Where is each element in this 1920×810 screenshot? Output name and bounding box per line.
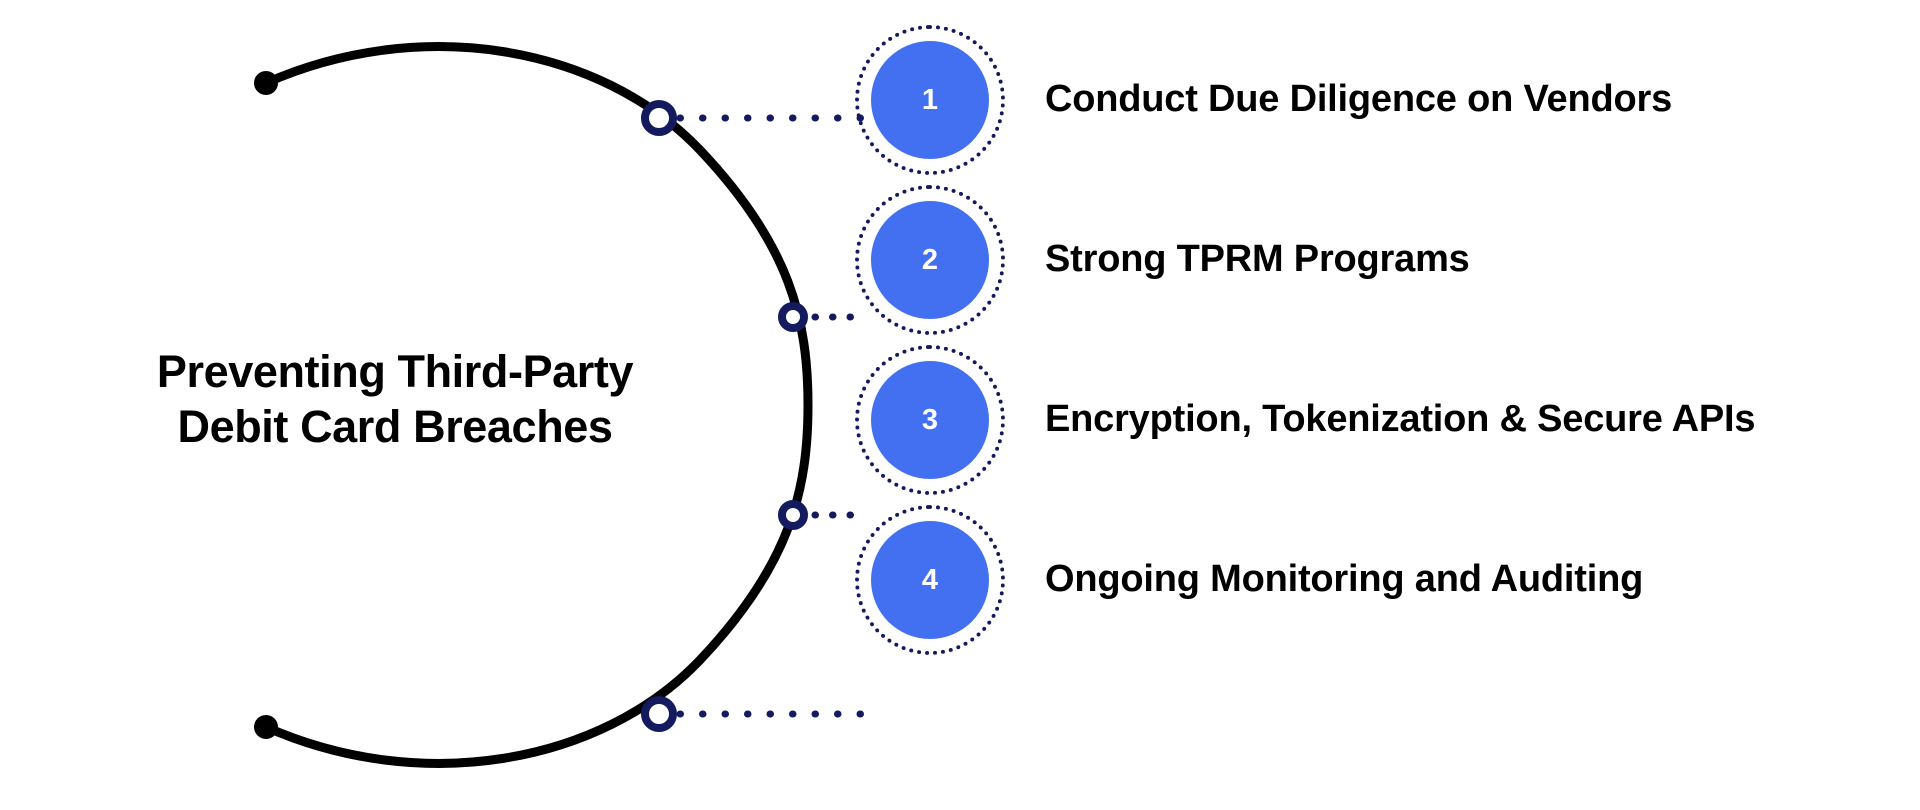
- step-item-4[interactable]: 4 Ongoing Monitoring and Auditing: [855, 500, 1643, 660]
- badge-number-2: 2: [921, 243, 939, 276]
- arc-marker-4[interactable]: [641, 696, 677, 732]
- step-label-1: Conduct Due Diligence on Vendors: [1045, 78, 1673, 121]
- badge-number-1: 1: [921, 83, 939, 116]
- badge-circle-2[interactable]: 2: [871, 201, 989, 319]
- dotted-ring-icon: [855, 185, 1005, 335]
- step-label-3: Encryption, Tokenization & Secure APIs: [1045, 398, 1756, 441]
- badge-number-3: 3: [921, 403, 939, 436]
- badge-circle-4[interactable]: 4: [871, 521, 989, 639]
- arc-marker-1[interactable]: [641, 100, 677, 136]
- arc-endpoint-dot-top: [254, 71, 278, 95]
- badge-number-4: 4: [921, 563, 939, 596]
- arc-marker-2[interactable]: [778, 302, 808, 332]
- step-item-1[interactable]: 1 Conduct Due Diligence on Vendors: [855, 20, 1672, 180]
- step-label-4: Ongoing Monitoring and Auditing: [1045, 558, 1644, 601]
- dotted-ring-icon: [855, 505, 1005, 655]
- main-arc-path: [261, 42, 813, 768]
- step-label-2: Strong TPRM Programs: [1045, 238, 1470, 281]
- step-badge-4[interactable]: 4: [855, 505, 1005, 655]
- dotted-ring-icon: [855, 25, 1005, 175]
- arc-marker-3[interactable]: [778, 500, 808, 530]
- arc-endpoint-dot-bottom: [254, 715, 278, 739]
- step-item-2[interactable]: 2 Strong TPRM Programs: [855, 180, 1470, 340]
- step-item-3[interactable]: 3 Encryption, Tokenization & Secure APIs: [855, 340, 1756, 500]
- badge-circle-1[interactable]: 1: [871, 41, 989, 159]
- step-badge-1[interactable]: 1: [855, 25, 1005, 175]
- page-title: Preventing Third-Party Debit Card Breach…: [156, 346, 634, 452]
- step-badge-2[interactable]: 2: [855, 185, 1005, 335]
- step-badge-3[interactable]: 3: [855, 345, 1005, 495]
- badge-circle-3[interactable]: 3: [871, 361, 989, 479]
- dotted-ring-icon: [855, 345, 1005, 495]
